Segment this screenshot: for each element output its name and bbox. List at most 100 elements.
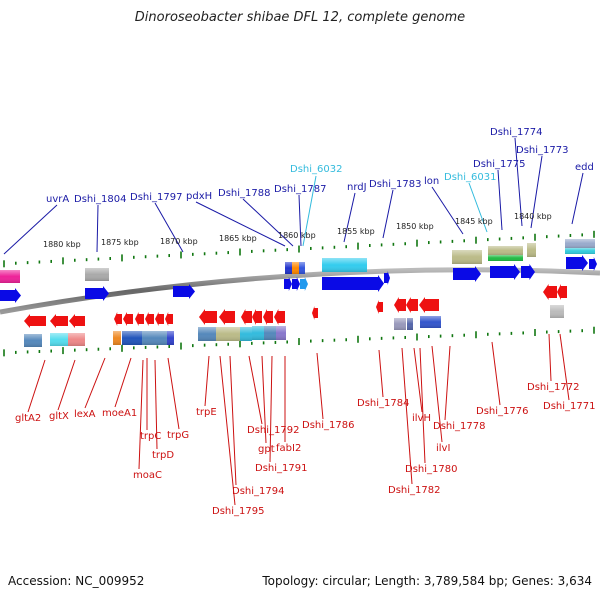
leader-line	[431, 345, 443, 443]
feature-block-shade	[527, 243, 536, 257]
leader-line	[269, 355, 273, 463]
scale-label: 1845 kbp	[455, 217, 493, 226]
leader-line	[242, 198, 294, 247]
reverse-gene-arrow	[145, 312, 154, 326]
gene-label-dshi-1792: Dshi_1792	[247, 425, 299, 436]
leader-line	[559, 333, 570, 401]
leader-line	[431, 186, 464, 235]
forward-gene-arrow	[589, 257, 597, 271]
reverse-gene-arrow	[263, 309, 273, 325]
forward-gene-arrow	[85, 286, 109, 301]
reverse-gene-arrow	[274, 309, 285, 325]
scale-label: 1840 kbp	[514, 212, 552, 221]
leader-line	[419, 347, 426, 464]
feature-block-shade	[50, 333, 68, 346]
feature-block-shade	[142, 331, 167, 345]
forward-gene-arrow	[566, 255, 588, 271]
leader-line	[154, 202, 184, 253]
leader-line	[261, 355, 267, 444]
feature-block-shade	[488, 246, 523, 255]
gene-label-edd: edd	[575, 162, 594, 173]
leader-line	[444, 345, 451, 421]
feature-block-shade	[264, 326, 276, 340]
leader-line	[514, 137, 523, 227]
forward-gene-arrow	[384, 271, 390, 285]
forward-gene-labels: uvrA Dshi_1804 Dshi_1797 pdxH Dshi_1788 …	[46, 127, 594, 205]
feature-block-shade	[394, 318, 406, 330]
leader-line	[298, 194, 302, 247]
leader-line	[343, 192, 356, 243]
feature-block-shade	[240, 327, 252, 341]
gene-label-dshi-1771: Dshi_1771	[543, 401, 595, 412]
feature-block-shade	[252, 326, 264, 340]
gene-label-dshi-1795: Dshi_1795	[212, 506, 264, 517]
reverse-gene-arrow	[199, 309, 217, 325]
gene-label-dshi-6031: Dshi_6031	[444, 172, 496, 183]
gene-label-dshi-1791: Dshi_1791	[255, 463, 307, 474]
forward-gene-arrow	[284, 277, 292, 291]
leader-line	[204, 355, 210, 407]
gene-label-dshi-1782: Dshi_1782	[388, 485, 440, 496]
feature-block-shade	[292, 262, 299, 274]
leader-line	[571, 172, 584, 225]
leader-line	[548, 333, 552, 382]
leader-line	[530, 155, 543, 229]
forward-gene-arrow	[173, 284, 195, 299]
feature-block-shade	[565, 248, 595, 254]
leader-line	[138, 359, 144, 470]
reverse-genes	[24, 284, 567, 328]
feature-block-shade	[216, 327, 240, 341]
scale-label: 1855 kbp	[337, 227, 375, 236]
leader-line	[248, 355, 263, 425]
gene-label-gltx: gltX	[49, 411, 69, 422]
gene-label-dshi-1786: Dshi_1786	[302, 420, 354, 431]
feature-block-shade	[68, 333, 85, 346]
leader-line	[27, 359, 46, 413]
feature-block-shade	[113, 331, 121, 345]
leader-line	[167, 357, 180, 430]
gene-label-dshi-1788: Dshi_1788	[218, 188, 270, 199]
scale-label: 1870 kbp	[160, 237, 198, 246]
scale-ticks-bottom	[3, 326, 595, 357]
gene-label-dshi-1784: Dshi_1784	[357, 398, 409, 409]
leader-line	[401, 347, 413, 485]
feature-block-shade	[167, 331, 174, 345]
gene-label-nrdj: nrdJ	[347, 182, 367, 193]
gene-label-trpe: trpE	[196, 407, 217, 418]
scale-label: 1850 kbp	[396, 222, 434, 231]
gene-label-gpt: gpt	[258, 444, 275, 455]
gene-label-dshi-1772: Dshi_1772	[527, 382, 579, 393]
gene-label-dshi-1783: Dshi_1783	[369, 179, 421, 190]
reverse-gene-arrow	[114, 312, 122, 326]
reverse-gene-arrow	[135, 312, 144, 326]
scale-label: 1860 kbp	[278, 231, 316, 240]
forward-gene-arrow	[490, 264, 520, 280]
gene-label-glta2: gltA2	[15, 413, 41, 424]
scale-labels: 1880 kbp 1875 kbp 1870 kbp 1865 kbp 1860…	[43, 212, 552, 249]
forward-gene-arrow	[0, 288, 21, 303]
feature-block-shade	[122, 331, 142, 345]
feature-block-shade	[488, 255, 523, 261]
reverse-gene-arrow	[155, 312, 164, 326]
gene-label-dshi-1797: Dshi_1797	[130, 192, 182, 203]
gene-label-trpg: trpG	[167, 430, 189, 441]
feature-block-shade	[299, 262, 305, 274]
topology-text: Topology: circular; Length: 3,789,584 bp…	[262, 574, 592, 588]
reverse-gene-labels: gltA2 gltX lexA moeA1 trpC moaC trpD trp…	[15, 382, 595, 517]
feature-block-shade	[322, 258, 367, 272]
gene-label-dshi-1773: Dshi_1773	[516, 145, 568, 156]
feature-block-shade	[198, 327, 216, 341]
scale-label: 1880 kbp	[43, 240, 81, 249]
forward-gene-arrow	[521, 264, 535, 280]
reverse-gene-arrow	[394, 297, 406, 313]
leader-line	[96, 204, 99, 253]
gene-label-dshi-1776: Dshi_1776	[476, 406, 528, 417]
feature-block-shade	[452, 250, 482, 264]
gene-label-dshi-1787: Dshi_1787	[274, 184, 326, 195]
reverse-gene-arrow	[50, 314, 68, 328]
leader-line	[382, 189, 394, 239]
feature-block-shade	[420, 316, 441, 328]
feature-block-shade	[285, 262, 292, 274]
